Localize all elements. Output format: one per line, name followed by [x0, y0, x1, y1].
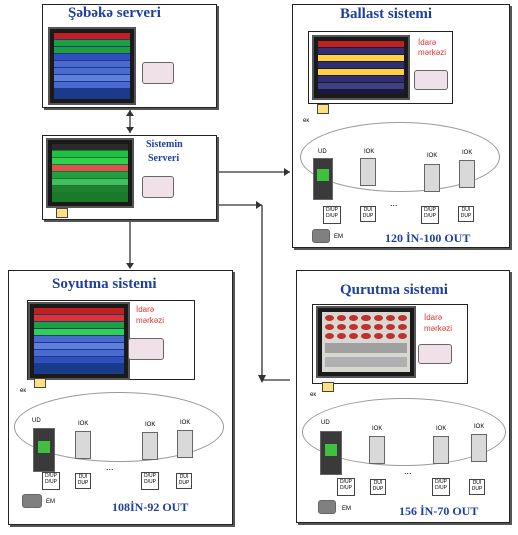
cooling-dui-box: DUI DUP [75, 473, 91, 489]
cooling-dots: ... [106, 462, 114, 472]
cooling-motor-icon [22, 494, 42, 508]
ballast-connector [317, 104, 329, 114]
system-server-monitor [46, 138, 134, 208]
drying-motor-icon [318, 500, 336, 514]
cooling-control-label-1: İdarə [136, 305, 155, 314]
cooling-ek-label: ек [20, 388, 26, 394]
cooling-connector [34, 378, 46, 388]
drying-iok-device [369, 436, 385, 464]
cooling-motor-label: EM [46, 499, 55, 505]
cooling-network-ring [14, 392, 224, 462]
drying-monitor [316, 306, 416, 378]
drying-motor-label: EM [342, 506, 351, 512]
cooling-iok-device [177, 430, 193, 458]
system-server-connector [56, 208, 68, 218]
drying-network-ring [302, 398, 506, 466]
ballast-io-label: 120 İN-100 OUT [385, 231, 471, 245]
cooling-dup-box: D/UP D/UP [42, 472, 60, 490]
drying-iok-label: IOK [474, 424, 485, 430]
ballast-iok-device [360, 158, 376, 186]
drying-iok-label: IOK [436, 426, 447, 432]
drying-ud-device [320, 431, 342, 475]
network-server-title: Şəbəkə serveri [68, 5, 161, 21]
ballast-dots: ... [390, 198, 398, 208]
drying-connector [322, 382, 334, 392]
drying-io-label: 156 İN-70 OUT [399, 504, 479, 518]
ballast-network-ring [300, 122, 500, 192]
network-server-monitor [48, 27, 136, 105]
drying-dui-box: DUI DUP [370, 479, 386, 495]
drying-ud-label: UD [321, 420, 330, 426]
ballast-dui-box: DUI DUP [458, 206, 474, 222]
cooling-dup-box: D/UP D/UP [141, 472, 159, 490]
printer-icon [128, 338, 164, 360]
cooling-title: Soyutma sistemi [52, 276, 157, 292]
ballast-iok-device [459, 160, 475, 188]
drying-dui-box: DUI DUP [469, 479, 485, 495]
drying-iok-label: IOK [372, 426, 383, 432]
cooling-ud-label: UD [32, 418, 41, 424]
drying-control-label-1: İdarə [424, 313, 443, 322]
system-server-title-2: Serveri [148, 153, 180, 164]
printer-icon [142, 62, 174, 84]
cooling-dui-box: DUI DUP [176, 473, 192, 489]
system-server-title-1: Sistemin [146, 139, 183, 150]
cooling-ud-device [33, 428, 55, 472]
ballast-ek-label: ек [303, 118, 309, 124]
ballast-ud-device [313, 158, 333, 200]
drying-dots: ... [404, 466, 412, 476]
cooling-iok-label: IOK [180, 420, 191, 426]
ballast-monitor [312, 35, 410, 100]
ballast-ud-label: UD [318, 149, 327, 155]
ballast-iok-device [424, 164, 440, 192]
ballast-dup-box: D/UP D/UP [421, 206, 439, 224]
ballast-iok-label: IOK [427, 153, 438, 159]
drying-ek-label: ек [310, 392, 316, 398]
cooling-iok-device [75, 431, 91, 459]
ballast-iok-label: IOK [462, 150, 473, 156]
ballast-dui-box: DUI DUP [360, 206, 376, 222]
drying-title: Qurutma sistemi [340, 282, 448, 298]
drying-dup-box: D/UP D/UP [337, 478, 355, 496]
ballast-control-label-1: İdarə [418, 38, 437, 47]
cooling-iok-label: IOK [78, 421, 89, 427]
ballast-control-label-2: mərkəzi [418, 48, 447, 57]
printer-icon [414, 70, 448, 90]
cooling-monitor [28, 302, 130, 380]
drying-iok-device [433, 436, 449, 464]
ballast-motor-label: EM [334, 234, 343, 240]
drying-iok-device [471, 434, 487, 462]
cooling-control-label-2: mərkəzi [136, 316, 165, 325]
ballast-iok-label: IOK [364, 149, 375, 155]
cooling-io-label: 108İN-92 OUT [112, 500, 189, 514]
cooling-iok-label: IOK [145, 422, 156, 428]
ballast-title: Ballast sistemi [340, 6, 433, 22]
ballast-dup-box: D/UP D/UP [323, 206, 341, 224]
cooling-iok-device [142, 432, 158, 460]
ballast-motor-icon [312, 229, 330, 243]
printer-icon [418, 344, 452, 364]
drying-dup-box: D/UP D/UP [432, 478, 450, 496]
drying-control-label-2: mərkəzi [424, 324, 453, 333]
printer-icon [142, 176, 174, 198]
